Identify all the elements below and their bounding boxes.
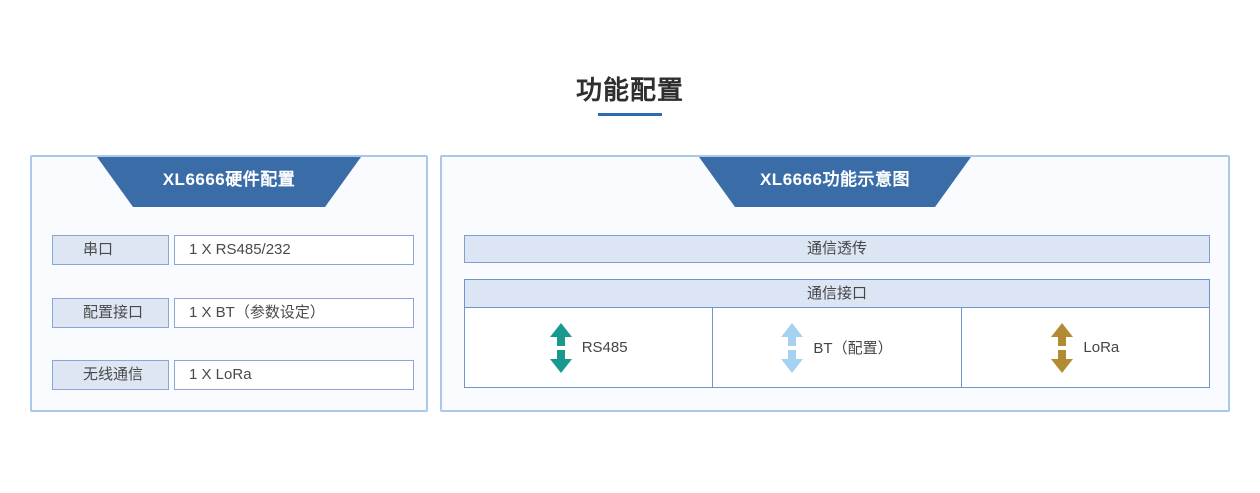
interface-cell-label: LoRa xyxy=(1083,339,1120,356)
hardware-row-label: 无线通信 xyxy=(52,360,169,390)
hardware-row-serial: 串口 1 X RS485/232 xyxy=(32,235,426,265)
communication-interface-body: RS485 BT（配置） LoRa xyxy=(465,308,1209,387)
communication-interface-table: 通信接口 RS485 BT（配置） xyxy=(464,279,1210,388)
title-underline xyxy=(598,113,662,116)
communication-interface-header: 通信接口 xyxy=(465,280,1209,308)
function-diagram-panel-title: XL6666功能示意图 xyxy=(699,157,971,207)
page-title: 功能配置 xyxy=(575,75,684,105)
hardware-row-value: 1 X LoRa xyxy=(174,360,414,390)
transparent-transmission-bar: 通信透传 xyxy=(464,235,1210,263)
interface-cell-label: RS485 xyxy=(581,339,628,356)
function-diagram-panel: XL6666功能示意图 通信透传 通信接口 RS485 BT（配置） xyxy=(440,155,1230,412)
interface-cell-label: BT（配置） xyxy=(813,340,893,357)
lora-double-arrow-icon xyxy=(1051,322,1074,373)
hardware-config-panel-title: XL6666硬件配置 xyxy=(97,157,361,207)
hardware-config-panel: XL6666硬件配置 串口 1 X RS485/232 配置接口 1 X BT（… xyxy=(30,155,428,412)
bt-double-arrow-icon xyxy=(781,322,804,373)
interface-cell-rs485: RS485 xyxy=(465,308,714,387)
interface-cell-lora: LoRa xyxy=(961,308,1209,387)
hardware-row-value: 1 X RS485/232 xyxy=(174,235,414,265)
interface-cell-bt: BT（配置） xyxy=(713,308,962,387)
hardware-row-value: 1 X BT（参数设定） xyxy=(174,298,414,328)
hardware-row-config-interface: 配置接口 1 X BT（参数设定） xyxy=(32,298,426,328)
hardware-row-label: 配置接口 xyxy=(52,298,169,328)
hardware-row-label: 串口 xyxy=(52,235,169,265)
hardware-row-wireless: 无线通信 1 X LoRa xyxy=(32,360,426,390)
rs485-double-arrow-icon xyxy=(549,322,572,373)
